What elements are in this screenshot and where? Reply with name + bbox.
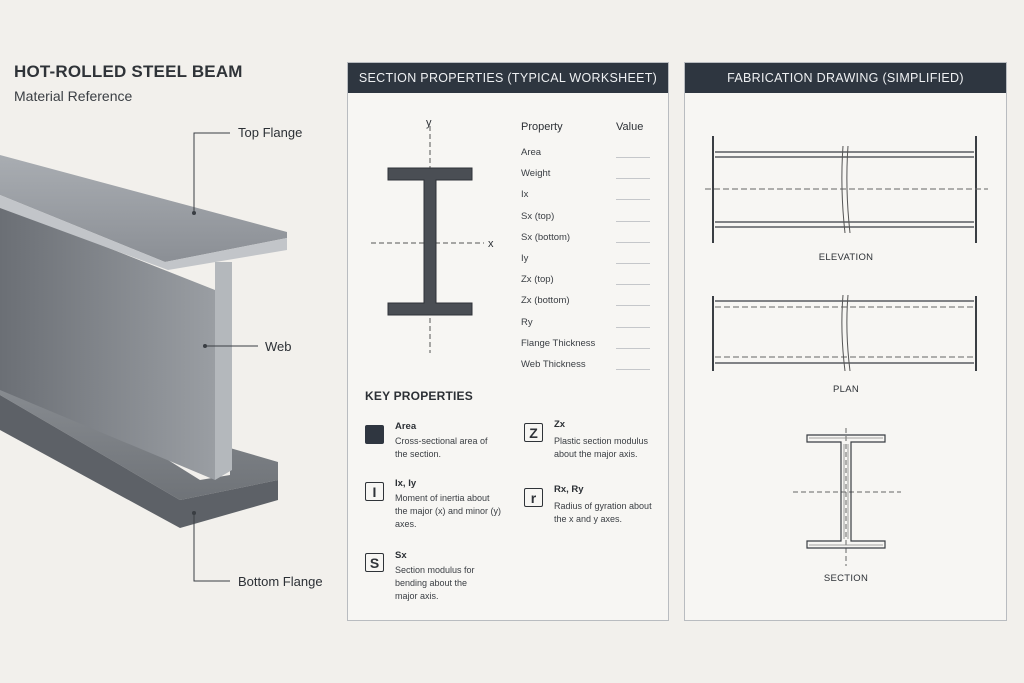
top-flange-top	[0, 155, 287, 262]
fabrication-header: FABRICATION DRAWING (SIMPLIFIED)	[685, 63, 1006, 93]
radius-gyration-icon: r	[524, 488, 543, 507]
table-header-value: Value	[616, 121, 644, 133]
page-title: HOT-ROLLED STEEL BEAM	[14, 62, 243, 81]
key-properties-title: KEY PROPERTIES	[365, 389, 473, 403]
plan-drawing	[712, 294, 977, 372]
table-row-value	[616, 284, 650, 286]
section-outline	[806, 434, 886, 549]
elevation-drawing	[705, 136, 988, 243]
key-inertia-name: Ix, Iy	[395, 478, 417, 489]
web-end-face	[215, 262, 232, 480]
callout-line-bottom	[193, 513, 230, 582]
key-zx-name: Zx	[554, 419, 566, 430]
table-row-value	[616, 220, 650, 222]
key-r-desc: Radius of gyration about the x and y axe…	[554, 501, 652, 524]
i-section-shape	[387, 167, 473, 316]
area-icon	[365, 425, 384, 444]
bottom-flange-top	[0, 355, 278, 500]
steel-beam-illustration	[0, 132, 287, 582]
table-row-label: Web Thickness	[521, 359, 586, 370]
key-r-name: Rx, Ry	[554, 484, 584, 495]
table-header-property: Property	[521, 121, 563, 133]
table-row-label: Zx (bottom)	[521, 295, 570, 307]
x-axis-label: x	[488, 238, 494, 250]
i-section-diagram: y x	[371, 118, 494, 353]
key-inertia-desc: Moment of inertia about the major (x) an…	[395, 493, 502, 529]
section-properties-header: SECTION PROPERTIES (TYPICAL WORKSHEET)	[348, 63, 668, 93]
break-line	[841, 145, 851, 234]
key-sx-name: Sx	[395, 550, 407, 561]
table-row-label: Weight	[521, 168, 551, 180]
section-properties-panel: SECTION PROPERTIES (TYPICAL WORKSHEET) y…	[347, 62, 669, 621]
table-row-value	[616, 347, 650, 349]
table-row-label: Zx (top)	[521, 274, 554, 286]
table-row-value	[616, 326, 650, 328]
callout-bottom-flange: Bottom Flange	[238, 574, 323, 589]
table-row-value	[616, 369, 650, 370]
plastic-modulus-icon: Z	[524, 423, 543, 442]
table-row-label: Ix	[521, 189, 529, 201]
y-axis-label: y	[426, 118, 432, 129]
table-row-label: Flange Thickness	[521, 337, 596, 349]
table-row-value	[616, 241, 650, 243]
plan-break-line	[841, 294, 851, 372]
key-area-desc: Cross-sectional area of the section.	[395, 436, 488, 459]
web-surface	[0, 205, 215, 480]
table-row-label: Sx (top)	[521, 210, 555, 222]
inertia-icon: I	[365, 482, 384, 501]
table-row-label: Ry	[521, 316, 533, 328]
table-row-value	[616, 305, 650, 307]
key-zx-desc: Plastic section modulus about the major …	[554, 436, 649, 459]
table-row-value	[616, 199, 650, 201]
table-row-value	[616, 178, 650, 180]
callout-top-flange: Top Flange	[238, 125, 303, 140]
section-label: SECTION	[823, 573, 869, 584]
callout-dot-web	[203, 344, 207, 348]
table-row-value	[616, 263, 650, 264]
key-area-name: Area	[395, 421, 417, 432]
page-subtitle: Material Reference	[14, 88, 133, 104]
callout-web: Web	[265, 339, 292, 354]
callout-dot-top	[192, 211, 196, 215]
table-row-label: Sx (bottom)	[521, 231, 571, 243]
key-sx-desc: Section modulus for bending about the ma…	[395, 565, 475, 601]
callout-line-top	[193, 132, 230, 213]
plan-label: PLAN	[832, 384, 860, 395]
callout-dot-bottom	[192, 511, 196, 515]
section-modulus-icon: S	[365, 553, 384, 572]
bottom-flange-face	[0, 395, 278, 528]
table-row-label: Iy	[521, 253, 529, 264]
table-row-value	[616, 157, 650, 158]
fabrication-panel: FABRICATION DRAWING (SIMPLIFIED) ELEVATI…	[684, 62, 1007, 621]
section-drawing	[793, 428, 901, 566]
table-row-label: Area	[521, 147, 542, 158]
top-flange-face	[0, 195, 287, 270]
elevation-label: ELEVATION	[818, 252, 874, 263]
